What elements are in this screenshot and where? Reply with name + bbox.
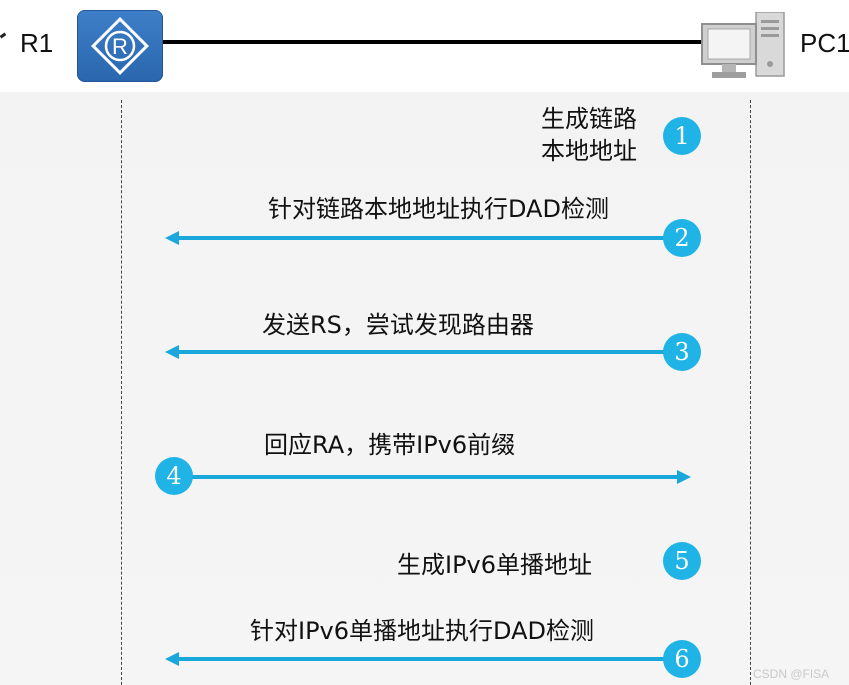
arrow-head xyxy=(165,231,179,245)
step-5-badge: 5 xyxy=(663,542,701,580)
arrow-shaft xyxy=(177,350,675,354)
step-2-text: 针对链路本地地址执行DAD检测 xyxy=(268,195,609,223)
step-6-badge: 6 xyxy=(663,640,701,678)
router-label: R1 xyxy=(20,28,54,58)
arrow-shaft xyxy=(177,657,675,661)
step-2-arrow xyxy=(165,231,675,245)
arrow-head xyxy=(165,345,179,359)
step-4-badge: 4 xyxy=(155,457,193,495)
pc-label: PC1 xyxy=(800,28,849,58)
step-1-text-line-2: 本地地址 xyxy=(541,137,637,165)
router-lifeline xyxy=(121,100,122,685)
svg-text:R: R xyxy=(112,34,128,59)
pc-lifeline xyxy=(750,100,751,685)
pc-icon xyxy=(700,11,786,80)
arrow-head xyxy=(677,470,691,484)
step-5-text: 生成IPv6单播地址 xyxy=(397,551,593,579)
step-1-text-line-1: 生成链路 xyxy=(541,105,637,133)
step-2-badge: 2 xyxy=(663,219,701,257)
step-3-text: 发送RS，尝试发现路由器 xyxy=(262,311,534,339)
step-6-text: 针对IPv6单播地址执行DAD检测 xyxy=(250,617,594,645)
arrow-shaft xyxy=(185,475,679,479)
network-link xyxy=(160,40,705,44)
step-1-badge: 1 xyxy=(663,117,701,155)
arrow-shaft xyxy=(177,236,675,240)
step-4-arrow xyxy=(185,470,691,484)
step-4-text: 回应RA，携带IPv6前缀 xyxy=(264,431,516,459)
router-icon: R xyxy=(77,10,163,82)
arrow-head xyxy=(165,652,179,666)
step-3-badge: 3 xyxy=(663,333,701,371)
step-3-arrow xyxy=(165,345,675,359)
step-1-text: 生成链路 本地地址 xyxy=(541,103,637,167)
step-6-arrow xyxy=(165,652,675,666)
watermark: CSDN @FISA xyxy=(753,667,830,681)
